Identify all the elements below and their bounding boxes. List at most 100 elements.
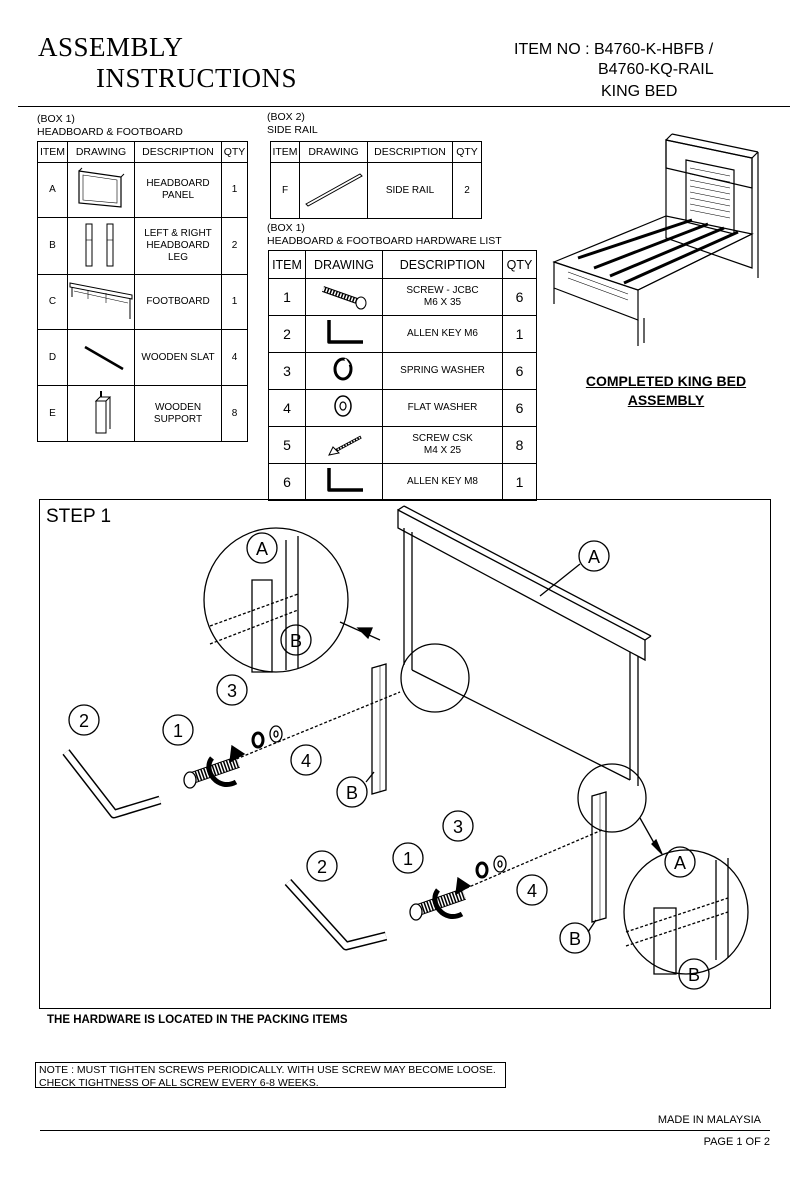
column-header-item: ITEM [270,141,300,163]
description-cell: FLAT WASHER [382,389,503,427]
step1-title: STEP 1 [46,506,112,527]
item-number: 6 [268,463,306,501]
step1-diagram-panel: STEP 1 [39,499,771,1009]
headboard-leg-icon [85,223,114,267]
footer-rule [40,1130,770,1131]
description-cell: SIDE RAIL [367,162,453,219]
item-number: 5 [268,426,306,464]
box1-parts-table: ITEM DRAWING DESCRIPTION QTY A HEADBOARD… [37,141,248,442]
column-header-description: DESCRIPTION [382,250,503,279]
spring-washer-icon [333,357,353,381]
description-text: HEADBOARD [146,240,210,251]
hardware-location-note: THE HARDWARE IS LOCATED IN THE PACKING I… [47,1014,348,1026]
description-cell: ALLEN KEY M6 [382,315,503,353]
qty-cell: 6 [502,278,537,316]
description-cell: LEFT & RIGHT HEADBOARD LEG [134,217,222,275]
headboard-panel-icon [78,167,125,208]
description-cell: SCREW CSK M4 X 25 [382,426,503,464]
note-line-1: NOTE : MUST TIGHTEN SCREWS PERIODICALLY.… [39,1064,496,1076]
table-row: 3 SPRING WASHER 6 [268,352,537,390]
item-letter: B [37,217,68,275]
maintenance-note: NOTE : MUST TIGHTEN SCREWS PERIODICALLY.… [35,1062,506,1089]
note-line-2: CHECK TIGHTNESS OF ALL SCREW EVERY 6-8 W… [39,1076,319,1089]
column-header-qty: QTY [221,141,248,163]
description-text: FOOTBOARD [146,296,210,307]
table-row: 6 ALLEN KEY M8 1 [268,463,537,501]
description-cell: FOOTBOARD [134,274,222,330]
column-header-item: ITEM [37,141,68,163]
item-letter: A [37,162,68,218]
wooden-support-icon [94,390,112,433]
column-header-item: ITEM [268,250,306,279]
drawing-cell [67,217,135,275]
column-header-drawing: DRAWING [67,141,135,163]
box2-label: (BOX 2) [267,111,305,123]
column-header-drawing: DRAWING [305,250,383,279]
description-text: ALLEN KEY M8 [407,476,478,487]
table-row: B LEFT & RIGHT HEADBOARD LEG 2 [37,217,248,275]
wooden-slat-icon [84,345,124,370]
description-text: FLAT WASHER [407,402,478,413]
table-row: C FOOTBOARD 1 [37,274,248,330]
table-row: 2 ALLEN KEY M6 1 [268,315,537,353]
hardware-box-label: (BOX 1) [267,222,305,234]
qty-cell: 8 [502,426,537,464]
header-rule [18,106,790,107]
drawing-cell [305,315,383,353]
qty-cell: 2 [452,162,482,219]
description-cell: ALLEN KEY M8 [382,463,503,501]
callout-a: A [674,853,686,873]
flat-washer-icon [334,395,352,417]
callout-b: B [290,631,302,651]
column-header-description: DESCRIPTION [134,141,222,163]
box2-parts-table: ITEM DRAWING DESCRIPTION QTY F SIDE RAIL… [270,141,482,219]
item-number-line-1: ITEM NO : B4760-K-HBFB / [514,41,714,58]
description-cell: WOODEN SUPPORT [134,385,222,442]
description-cell: HEADBOARD PANEL [134,162,222,218]
description-cell: WOODEN SLAT [134,329,222,386]
description-text: SCREW - JCBC [406,285,479,296]
hardware-title: HEADBOARD & FOOTBOARD HARDWARE LIST [267,235,502,247]
table-row: A HEADBOARD PANEL 1 [37,162,248,218]
box1-label: (BOX 1) [37,113,75,125]
callout-1: 1 [403,849,413,869]
description-text: M6 X 35 [423,297,462,308]
qty-cell: 4 [221,329,248,386]
item-number: 4 [268,389,306,427]
callout-b: B [569,929,581,949]
callout-2: 2 [317,857,327,877]
callout-a: A [588,547,600,567]
completed-bed-illustration [552,133,759,346]
item-letter: F [270,162,300,219]
description-text: LEFT & RIGHT [144,228,212,239]
callout-a: A [256,539,268,559]
description-text: ALLEN KEY M6 [407,328,478,339]
qty-cell: 1 [502,463,537,501]
footboard-icon [69,282,133,319]
description-text: PANEL [161,190,195,201]
table-row: 1 SCREW - JCBC M6 X 35 6 [268,278,537,316]
drawing-cell [67,385,135,442]
drawing-cell [305,352,383,390]
made-in-label: MADE IN MALAYSIA [657,1114,761,1126]
column-header-drawing: DRAWING [299,141,368,163]
side-rail-icon [304,172,363,207]
qty-cell: 1 [221,162,248,218]
callout-4: 4 [527,881,537,901]
callout-3: 3 [453,817,463,837]
drawing-cell [67,162,135,218]
item-letter: C [37,274,68,330]
callout-1: 1 [173,721,183,741]
item-letter: E [37,385,68,442]
product-name: KING BED [601,83,678,100]
allen-key-icon [327,320,363,344]
description-text: LEG [167,252,188,263]
allen-key-icon [327,468,363,492]
drawing-cell [305,389,383,427]
item-number: 3 [268,352,306,390]
qty-cell: 2 [221,217,248,275]
drawing-cell [67,329,135,386]
description-text: M4 X 25 [423,445,462,456]
qty-cell: 6 [502,352,537,390]
completed-caption-line-1: COMPLETED KING BED [585,373,747,389]
